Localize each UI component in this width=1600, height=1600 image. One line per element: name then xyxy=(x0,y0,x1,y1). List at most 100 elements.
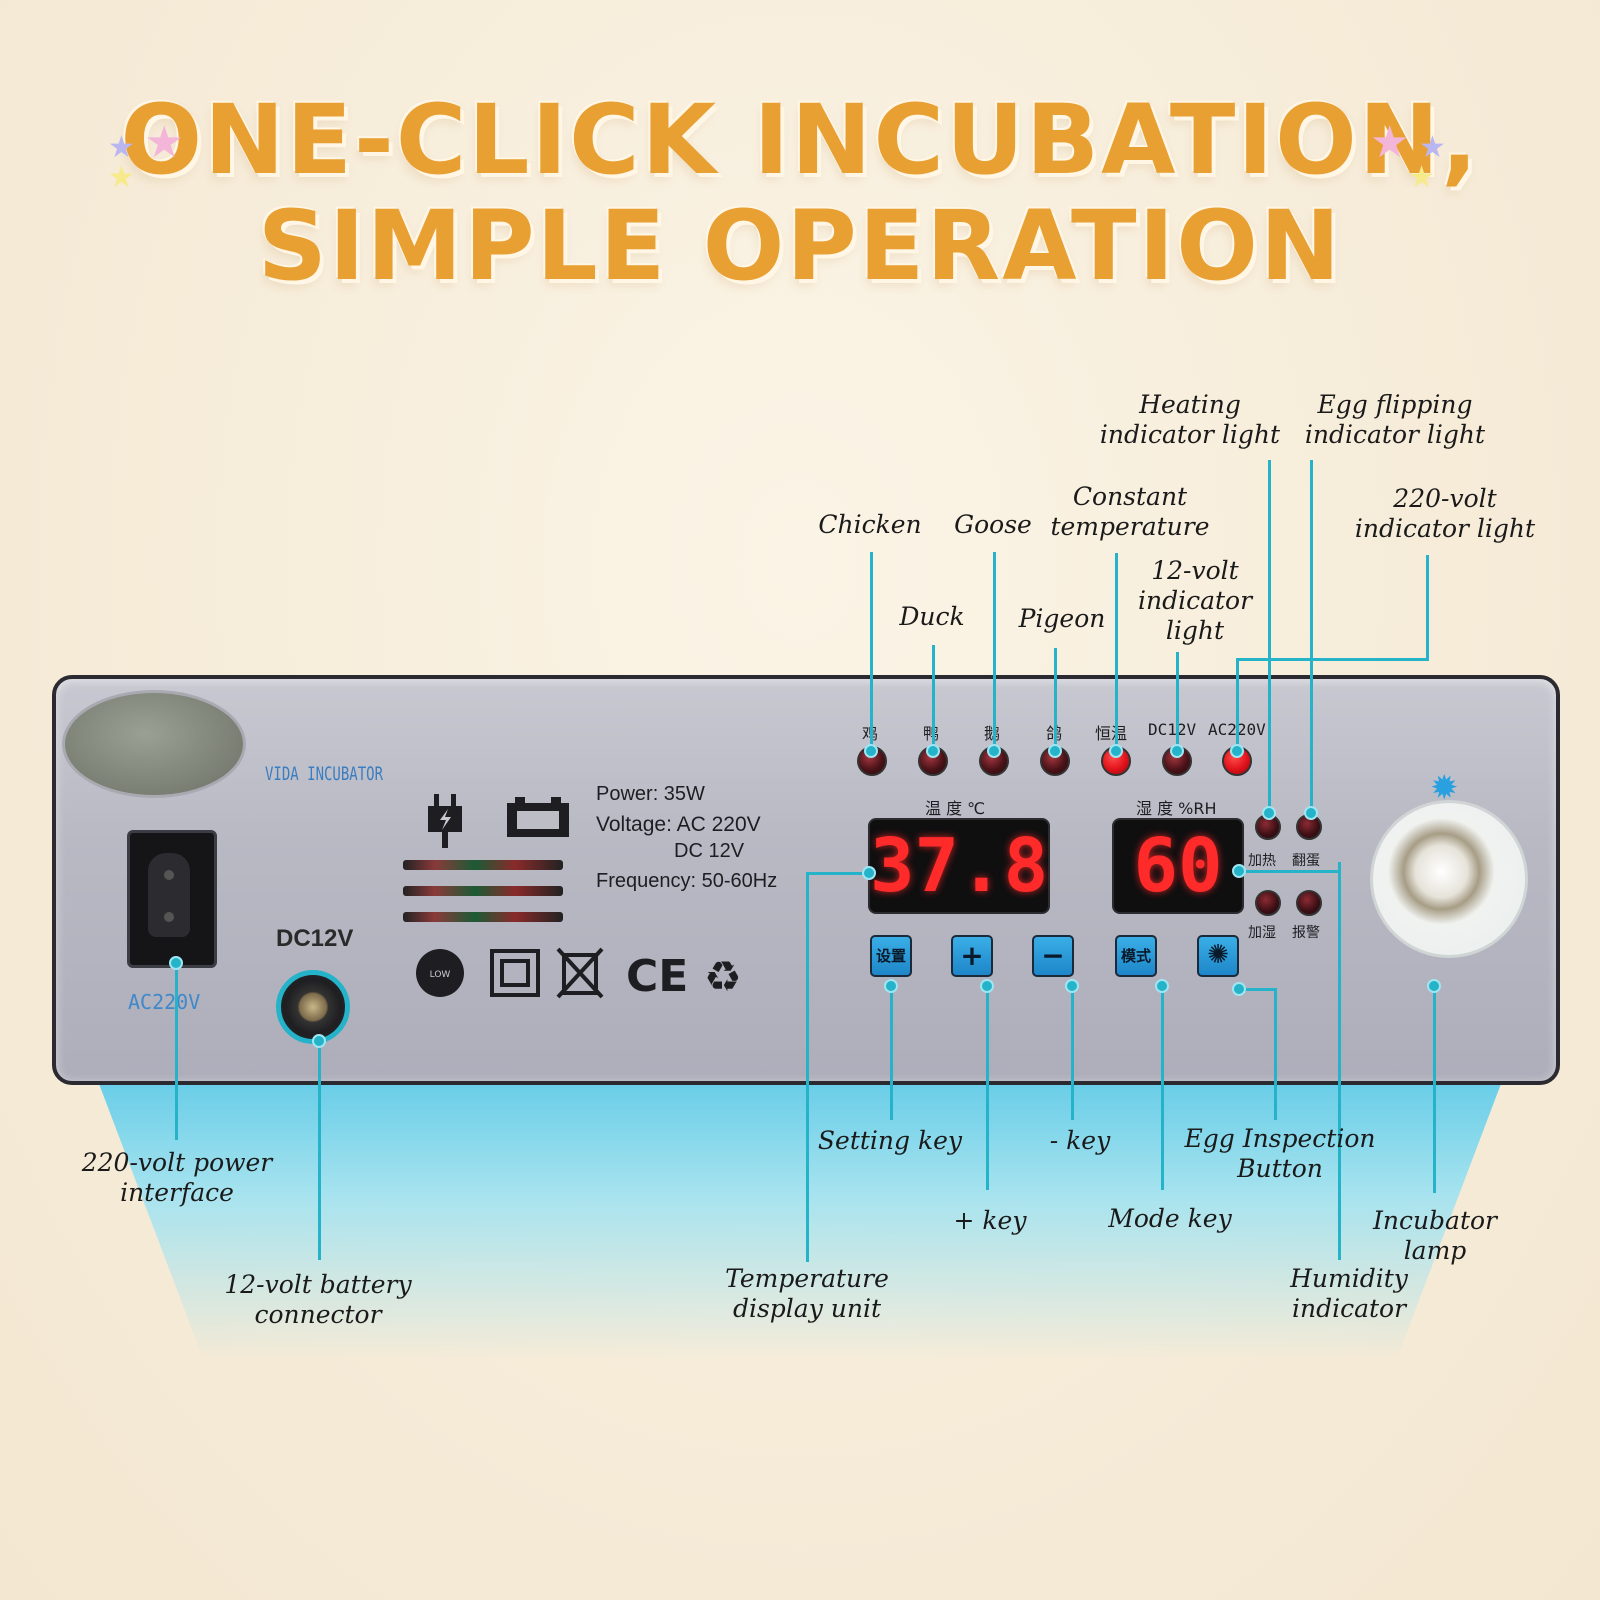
led-label-dc12v: DC12V xyxy=(1148,720,1197,739)
callout-line xyxy=(932,645,935,752)
callout-line xyxy=(993,552,996,752)
led-label-humidify: 加湿 xyxy=(1248,925,1276,941)
callout-dot xyxy=(926,744,940,758)
callout-line xyxy=(1236,658,1428,661)
low-energy-icon: LOW xyxy=(416,949,464,997)
label-egg-inspection: Egg Inspection Button xyxy=(1184,1124,1376,1183)
callout-line xyxy=(1071,985,1074,1120)
callout-dot xyxy=(312,1034,326,1048)
callout-dot xyxy=(1427,979,1441,993)
callout-line xyxy=(1161,985,1164,1190)
led-alarm xyxy=(1296,890,1322,916)
title-line-1: ONE-CLICK INCUBATION, xyxy=(120,84,1480,196)
callout-dot xyxy=(1109,744,1123,758)
label-incubator-lamp: Incubator lamp xyxy=(1372,1206,1498,1265)
callout-line xyxy=(1176,652,1179,752)
label-220v-indicator: 220-volt indicator light xyxy=(1354,484,1536,543)
callout-line xyxy=(870,552,873,752)
label-chicken: Chicken xyxy=(818,510,922,539)
callout-line xyxy=(1310,460,1313,820)
recycle-icon: ♻ xyxy=(704,952,742,1001)
callout-dot xyxy=(1304,806,1318,820)
callout-dot xyxy=(884,979,898,993)
title-line-2: SIMPLE OPERATION xyxy=(257,190,1343,302)
egg-inspection-key[interactable]: ✺ xyxy=(1197,935,1239,977)
label-mode-key: Mode key xyxy=(1108,1204,1232,1233)
dc12v-label: DC12V xyxy=(276,925,354,952)
callout-dot xyxy=(1232,864,1246,878)
cyan-glow xyxy=(90,1060,1510,1360)
callout-line xyxy=(1115,553,1118,752)
callout-dot xyxy=(1230,744,1244,758)
label-pigeon: Pigeon xyxy=(1018,604,1106,633)
callout-line xyxy=(175,960,178,1140)
led-label-goose: 鹅 xyxy=(984,724,1001,743)
minus-key[interactable]: − xyxy=(1032,935,1074,977)
callout-line xyxy=(1240,870,1340,873)
certification-icons: LOW CE ♻ xyxy=(416,947,742,1001)
ac-socket-inner xyxy=(148,853,190,937)
spec-frequency: Frequency: 50-60Hz xyxy=(596,870,778,892)
incubator-lamp xyxy=(1370,800,1528,958)
callout-dot xyxy=(1065,979,1079,993)
callout-dot xyxy=(1262,806,1276,820)
setting-key[interactable]: 设置 xyxy=(870,935,912,977)
weee-bin-icon xyxy=(556,947,604,999)
callout-line xyxy=(1274,988,1277,1120)
spec-power: Power: 35W xyxy=(596,783,705,805)
brand-label: VIDA INCUBATOR xyxy=(265,764,384,786)
stars-right-icon: ★ ★ ★ xyxy=(1370,117,1446,195)
socket-pin xyxy=(164,912,174,922)
callout-dot xyxy=(1232,982,1246,996)
svg-text:LOW: LOW xyxy=(430,970,451,980)
label-heating-indicator: Heating indicator light xyxy=(1099,390,1281,449)
label-duck: Duck xyxy=(899,602,965,631)
callout-dot xyxy=(862,866,876,880)
dc-jack[interactable] xyxy=(276,970,350,1044)
callout-dot xyxy=(980,979,994,993)
battery-icon xyxy=(507,797,569,837)
led-label-heating: 加热 xyxy=(1248,853,1276,869)
callout-line xyxy=(1054,648,1057,752)
socket-pin xyxy=(164,870,174,880)
svg-text:CE: CE xyxy=(626,951,688,1001)
label-plus-key: + key xyxy=(953,1206,1027,1235)
callout-line xyxy=(986,985,989,1190)
ce-mark-icon: CE xyxy=(626,951,688,1001)
svg-text:♻: ♻ xyxy=(704,952,742,1001)
callout-dot xyxy=(169,956,183,970)
label-humidity-indicator: Humidity indicator xyxy=(1290,1264,1408,1323)
callout-dot xyxy=(1048,744,1062,758)
callout-line xyxy=(1338,862,1341,1260)
plus-key[interactable]: + xyxy=(951,935,993,977)
callout-dot xyxy=(1155,979,1169,993)
led-label-alarm: 报警 xyxy=(1292,925,1320,941)
callout-line xyxy=(1236,658,1239,752)
label-12v-indicator: 12-volt indicator light xyxy=(1137,556,1253,645)
spec-voltage-dc: DC 12V xyxy=(674,840,745,862)
label-temp-display-unit: Temperature display unit xyxy=(725,1264,889,1323)
callout-line xyxy=(1433,985,1436,1193)
callout-line xyxy=(1268,460,1271,820)
label-battery-connector: 12-volt battery connector xyxy=(224,1270,412,1329)
led-humidify xyxy=(1255,890,1281,916)
label-goose: Goose xyxy=(954,510,1032,539)
sun-icon: ✺ xyxy=(1207,940,1229,970)
callout-line xyxy=(1240,988,1276,991)
spec-voltage: Voltage: AC 220V xyxy=(596,813,761,836)
callout-line xyxy=(890,985,893,1120)
led-ac220v xyxy=(1222,746,1252,776)
label-egg-flipping-indicator: Egg flipping indicator light xyxy=(1304,390,1486,449)
led-label-constant: 恒温 xyxy=(1095,724,1128,743)
ac220v-label: AC220V xyxy=(128,990,201,1014)
led-label-flipping: 翻蛋 xyxy=(1292,853,1320,869)
callout-line xyxy=(1426,555,1429,661)
label-minus-key: - key xyxy=(1049,1126,1111,1155)
mode-key[interactable]: 模式 xyxy=(1115,935,1157,977)
color-bar xyxy=(403,860,563,870)
stars-left-icon: ★ ★ ★ xyxy=(108,117,184,195)
humidity-display: 60 xyxy=(1112,818,1244,914)
callout-line xyxy=(806,872,809,1262)
power-switch[interactable] xyxy=(62,690,246,798)
callout-dot xyxy=(1170,744,1184,758)
